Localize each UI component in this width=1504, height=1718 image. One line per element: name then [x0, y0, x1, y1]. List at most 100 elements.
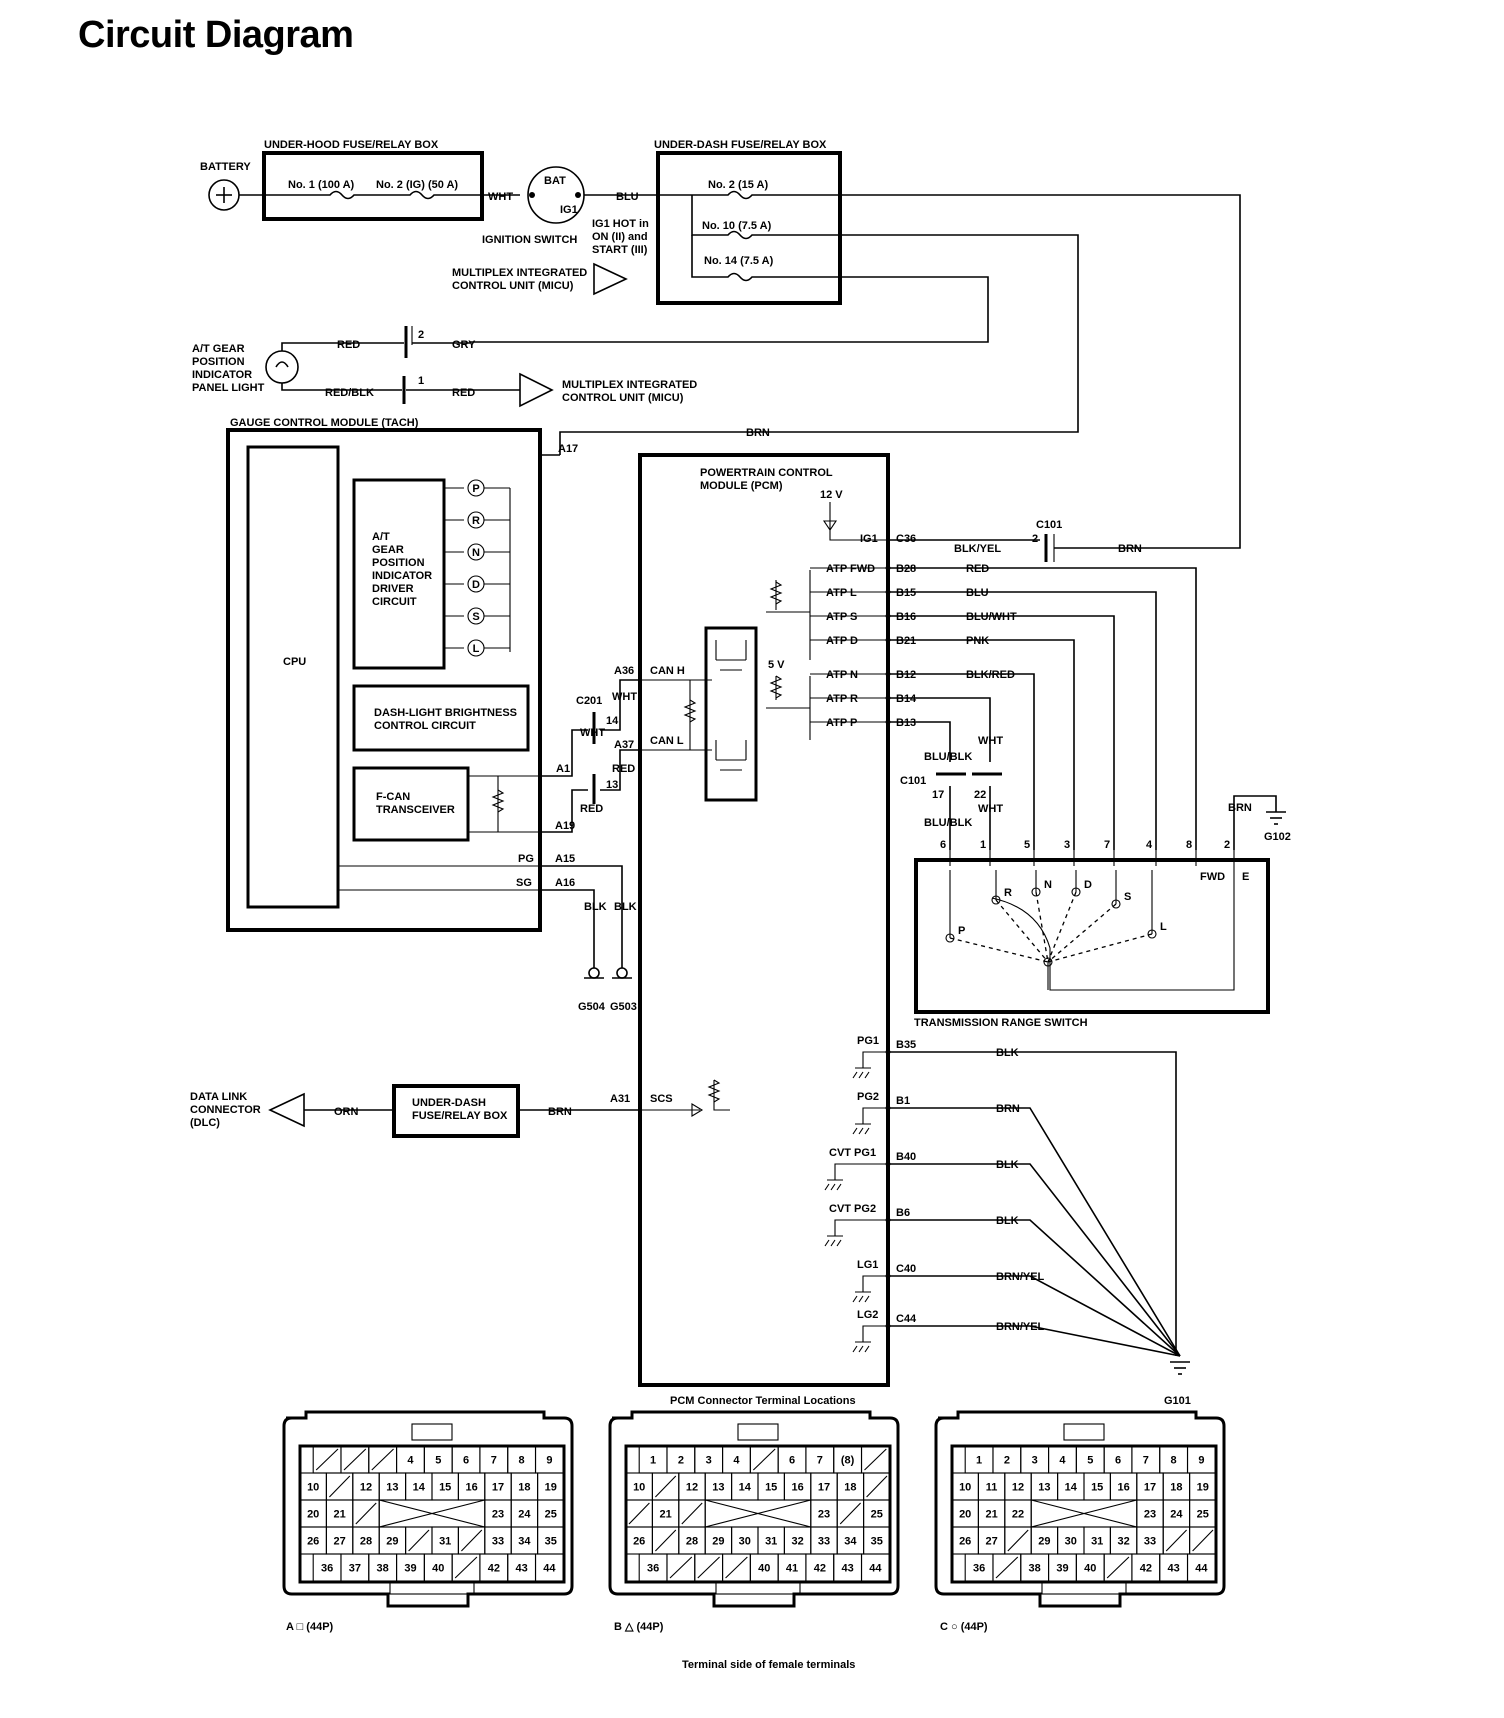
terminal-number: 6	[1115, 1455, 1121, 1467]
pcm-ground-wire: BRN	[996, 1103, 1020, 1115]
terminal-number: 42	[1140, 1563, 1152, 1575]
terminal-number: 27	[333, 1536, 345, 1548]
underhood-fuse-box	[262, 151, 484, 221]
v5-label: 5 V	[768, 659, 785, 671]
fuse-u14-label: No. 14 (7.5 A)	[704, 255, 774, 267]
terminal-number: 40	[758, 1563, 770, 1575]
atp-name-label: ATP FWD	[826, 563, 875, 575]
wire-wht-label: WHT	[488, 191, 513, 203]
terminal-number: 12	[686, 1482, 698, 1494]
transmission-range-switch	[914, 858, 1270, 1014]
wire-blkyel-label: BLK/YEL	[954, 543, 1001, 555]
terminal-number: 34	[844, 1536, 857, 1548]
terminal-number: 21	[333, 1509, 345, 1521]
terminal-number: 14	[413, 1482, 426, 1494]
atp-name-label: ATP D	[826, 635, 858, 647]
wire-bluwht-label: BLU/WHT	[966, 611, 1017, 623]
wire-wht-label-4: WHT	[978, 735, 1003, 747]
terminal-number: 13	[1038, 1482, 1050, 1494]
pcm-ground-wire: BRN/YEL	[996, 1321, 1045, 1333]
terminal-number: 30	[739, 1536, 751, 1548]
trs-fwd-label: FWD	[1200, 871, 1225, 883]
ground-g503-icon	[612, 960, 632, 979]
wire-brn-label-3: BRN	[1228, 802, 1252, 814]
terminal-number: 29	[1038, 1536, 1050, 1548]
trs-gear-label: L	[1160, 921, 1167, 933]
atp-pin-label: B28	[896, 563, 916, 575]
terminal-number: 29	[386, 1536, 398, 1548]
cpu-label: CPU	[283, 656, 306, 668]
terminal-number: 17	[492, 1482, 504, 1494]
trs-e-label: E	[1242, 871, 1249, 883]
terminal-number: 7	[491, 1455, 497, 1467]
terminal-number: 44	[543, 1563, 556, 1575]
terminal-number: 39	[1056, 1563, 1068, 1575]
micu-arrow-icon-2	[519, 372, 554, 408]
pcm-ig1-label: IG1	[860, 533, 878, 545]
terminal-number: 26	[959, 1536, 971, 1548]
indicator-label-4: PANEL LIGHT	[192, 382, 265, 394]
dash-label-2: CONTROL CIRCUIT	[374, 720, 476, 732]
ig1-note-2: ON (II) and	[592, 231, 648, 243]
connector-key-cross	[1031, 1499, 1137, 1528]
pcm-ground-wire: BRN/YEL	[996, 1271, 1045, 1283]
wire-wht-label-5: WHT	[978, 803, 1003, 815]
terminal-number: 15	[765, 1482, 777, 1494]
underdash-box-2	[392, 1084, 520, 1138]
terminal-number: 20	[959, 1509, 971, 1521]
chassis-ground-icon	[824, 1235, 843, 1247]
pin-2-label: 2	[418, 329, 424, 341]
terminal-number: 18	[844, 1482, 856, 1494]
terminal-number: 4	[1059, 1455, 1066, 1467]
gcm-gear-label: R	[472, 515, 480, 527]
wire-blk-label-2: BLK	[614, 901, 637, 913]
pcm-connectors-title: PCM Connector Terminal Locations	[670, 1395, 856, 1407]
terminal-number: 5	[1087, 1455, 1093, 1467]
terminal-number: 15	[439, 1482, 451, 1494]
a31-label: A31	[610, 1093, 630, 1105]
gauge-control-module	[226, 428, 542, 932]
terminal-number: 9	[1198, 1455, 1204, 1467]
fuse-u2-label: No. 2 (15 A)	[708, 179, 768, 191]
pcm-title-2: MODULE (PCM)	[700, 480, 783, 492]
wire-redblk-label: RED/BLK	[325, 387, 374, 399]
pin-17-label: 17	[932, 789, 944, 801]
trs-pin-label: 1	[980, 839, 986, 851]
trs-pin-label: 2	[1224, 839, 1230, 851]
terminal-number: 40	[432, 1563, 444, 1575]
pcm-ground-pin: B1	[896, 1095, 910, 1107]
ground-g504-icon	[584, 960, 604, 979]
terminal-number: 4	[733, 1455, 740, 1467]
terminal-number: 25	[1197, 1509, 1209, 1521]
terminal-number: 16	[465, 1482, 477, 1494]
terminal-number: 26	[633, 1536, 645, 1548]
terminal-number: 1	[650, 1455, 656, 1467]
wire-blublk-label: BLU/BLK	[924, 751, 972, 763]
atp-pin-label: B14	[896, 693, 917, 705]
pcm-ground-pin: B40	[896, 1151, 916, 1163]
wire-orn-label: ORN	[334, 1106, 359, 1118]
terminal-number: 10	[307, 1482, 319, 1494]
terminal-number: 18	[1170, 1482, 1182, 1494]
wire-wht-label-3: WHT	[612, 691, 637, 703]
connector-c-label: C ○ (44P)	[940, 1621, 988, 1633]
terminal-number: 44	[869, 1563, 882, 1575]
dlc-label-2: CONNECTOR	[190, 1104, 261, 1116]
page-title: Circuit Diagram	[78, 14, 354, 56]
terminal-number: 24	[1170, 1509, 1183, 1521]
terminal-number: 40	[1084, 1563, 1096, 1575]
pcm-ground-wire: BLK	[996, 1047, 1019, 1059]
driver-line-3: POSITION	[372, 557, 425, 569]
terminal-number: 16	[791, 1482, 803, 1494]
gcm-title: GAUGE CONTROL MODULE (TACH)	[230, 417, 419, 429]
pcm-ground-pin: C44	[896, 1313, 917, 1325]
v12-label: 12 V	[820, 489, 843, 501]
terminal-number: 43	[841, 1563, 853, 1575]
terminal-number: 18	[518, 1482, 530, 1494]
atp-pin-label: B16	[896, 611, 916, 623]
scs-label: SCS	[650, 1093, 673, 1105]
atp-name-label: ATP L	[826, 587, 857, 599]
trs-gear-label: N	[1044, 879, 1052, 891]
ignition-bat-label: BAT	[544, 175, 566, 187]
